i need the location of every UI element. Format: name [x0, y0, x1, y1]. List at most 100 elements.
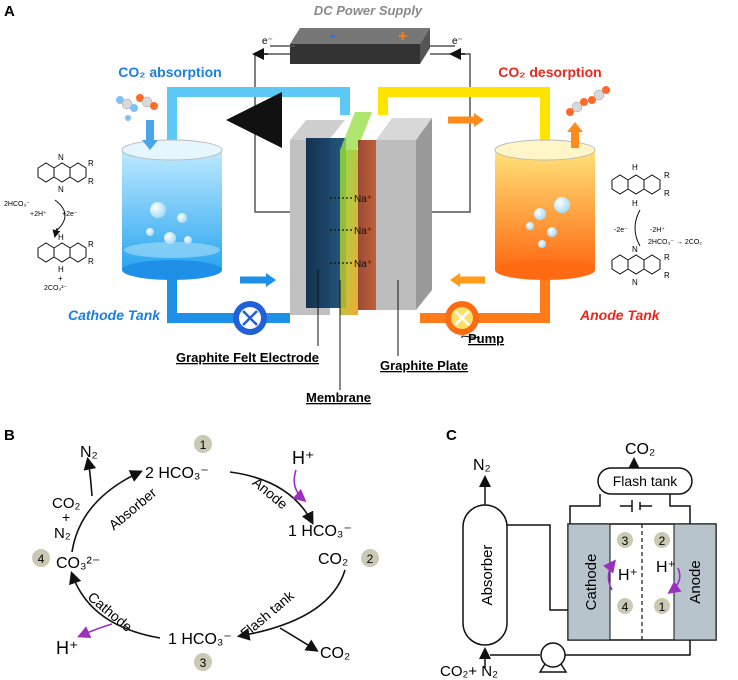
- left-chem-r1: R: [88, 159, 94, 168]
- right-chem-r1: R: [664, 171, 670, 180]
- c-h-left: H⁺: [618, 567, 638, 584]
- c-absorber-label: Absorber: [479, 545, 496, 606]
- left-chem-r3: R: [88, 240, 94, 249]
- b-step-4: 4: [38, 552, 45, 566]
- c-step-4: 4: [622, 600, 629, 614]
- right-chem-products: 2HCO₃⁻ → 2CO₂: [648, 239, 702, 246]
- anode-top-pipe: [378, 87, 550, 150]
- b-co2-line2: +: [62, 509, 70, 525]
- left-chem-n1: N: [58, 153, 64, 162]
- co2-desorption-label: CO₂ desorption: [498, 64, 601, 80]
- right-chem-n2: N: [632, 278, 638, 287]
- b-n2-label: N₂: [80, 444, 98, 461]
- na-label-1: Na⁺: [354, 194, 372, 205]
- b-co2-bottom: CO₂: [320, 645, 350, 662]
- c-h-right: H⁺: [656, 559, 676, 576]
- cathode-tank-label: Cathode Tank: [68, 307, 161, 323]
- c-anode-label: Anode: [687, 560, 704, 603]
- panel-b-cycle-arrows: [69, 456, 346, 652]
- minus-sign: -: [330, 26, 336, 45]
- electrochemical-cell: [290, 112, 432, 315]
- left-chem-r4: R: [88, 257, 94, 266]
- left-chem-n2: N: [58, 185, 64, 194]
- right-chem-nh2: H: [632, 199, 638, 208]
- left-chem-plus: +: [58, 274, 63, 283]
- b-step-2: 2: [367, 552, 374, 566]
- b-hplus-bottom: H⁺: [56, 638, 79, 658]
- flash-tank-box: [597, 467, 693, 495]
- b-cathode-label: Cathode: [85, 589, 136, 635]
- panel-c-step-circles: [617, 532, 670, 614]
- flow-arrowhead-cathode-bottom: [266, 273, 276, 287]
- c-step-3: 3: [622, 534, 629, 548]
- panel-b-step-circles: [32, 435, 379, 671]
- b-step-3: 3: [200, 656, 207, 670]
- membrane-label: Membrane: [306, 390, 371, 405]
- right-chem-r3: R: [664, 253, 670, 262]
- left-reaction: [37, 162, 87, 263]
- right-chem-r2: R: [664, 189, 670, 198]
- co2-molecule-right: [566, 86, 610, 116]
- panel-c-cell: [567, 523, 717, 641]
- b-co2-line3: N₂: [54, 525, 71, 542]
- electron-left-label: e⁻: [262, 36, 273, 47]
- panel-a-letter: A: [4, 3, 15, 20]
- left-chem-co3: 2CO₃²⁻: [44, 285, 68, 292]
- electron-right-label: e⁻: [452, 36, 463, 47]
- b-hco3-top: 2 HCO₃⁻: [145, 465, 209, 482]
- leader-lines: [317, 270, 481, 390]
- left-reaction-arrow: [52, 227, 61, 238]
- b-co2-right: CO₂: [318, 551, 348, 568]
- b-hco3-bottom: 1 HCO₃⁻: [168, 631, 232, 648]
- anode-tank: [494, 139, 596, 280]
- panel-b-letter: B: [4, 427, 15, 444]
- b-absorber-label: Absorber: [106, 484, 160, 533]
- pump-label: Pump: [468, 331, 504, 346]
- power-supply-label: DC Power Supply: [314, 3, 423, 18]
- panel-c-letter: C: [446, 427, 457, 444]
- co2-in-arrowhead: [142, 140, 158, 150]
- co2-absorption-label: CO₂ absorption: [118, 64, 221, 80]
- c-cathode-label: Cathode: [583, 554, 600, 611]
- right-reaction: [611, 174, 661, 275]
- b-anode-label: Anode: [250, 474, 291, 512]
- graphite-plate-label: Graphite Plate: [380, 358, 468, 373]
- c-n2-label: N₂: [473, 457, 491, 474]
- cathode-pump-icon: [233, 301, 267, 335]
- co2-out-arrowhead: [567, 122, 583, 132]
- right-chem-r4: R: [664, 271, 670, 280]
- graphite-felt-label: Graphite Felt Electrode: [176, 350, 319, 365]
- right-chem-e: -2e⁻: [614, 227, 628, 234]
- na-label-2: Na⁺: [354, 226, 372, 237]
- c-step-2: 2: [659, 534, 666, 548]
- na-label-3: Na⁺: [354, 259, 372, 270]
- cathode-tank: [121, 139, 223, 280]
- left-chem-e: +2e⁻: [62, 211, 78, 218]
- flow-arrowhead-anode-top: [474, 113, 484, 127]
- flow-arrowhead-anode-bottom: [450, 273, 460, 287]
- plus-sign: +: [398, 28, 407, 45]
- right-chem-nh1: H: [632, 163, 638, 172]
- anode-tank-label: Anode Tank: [579, 307, 661, 323]
- panel-b-purple-arrows: [77, 469, 307, 638]
- absorber-vessel: [462, 504, 508, 646]
- c-pump-icon: [538, 642, 568, 673]
- right-chem-h: -2H⁺: [650, 227, 665, 234]
- left-chem-nh2: H: [58, 265, 64, 274]
- c-flash-tank-label: Flash tank: [613, 473, 679, 489]
- b-co2-line1: CO₂: [52, 495, 81, 512]
- c-co2-top: CO₂: [625, 441, 655, 458]
- right-chem-n1: N: [632, 245, 638, 254]
- b-hplus-top: H⁺: [292, 448, 315, 468]
- b-co3-label: CO₃²⁻: [56, 555, 100, 572]
- power-supply-box: [290, 28, 430, 64]
- left-chem-r2: R: [88, 177, 94, 186]
- left-chem-h: +2H⁺: [30, 211, 47, 218]
- co2-molecule-left: [116, 94, 158, 121]
- anode-pump-icon: [445, 301, 479, 335]
- b-hco3-right: 1 HCO₃⁻: [288, 523, 352, 540]
- left-chem-nh1: H: [58, 233, 64, 242]
- c-step-1: 1: [659, 600, 666, 614]
- left-chem-hco3: 2HCO₃⁻: [4, 201, 30, 208]
